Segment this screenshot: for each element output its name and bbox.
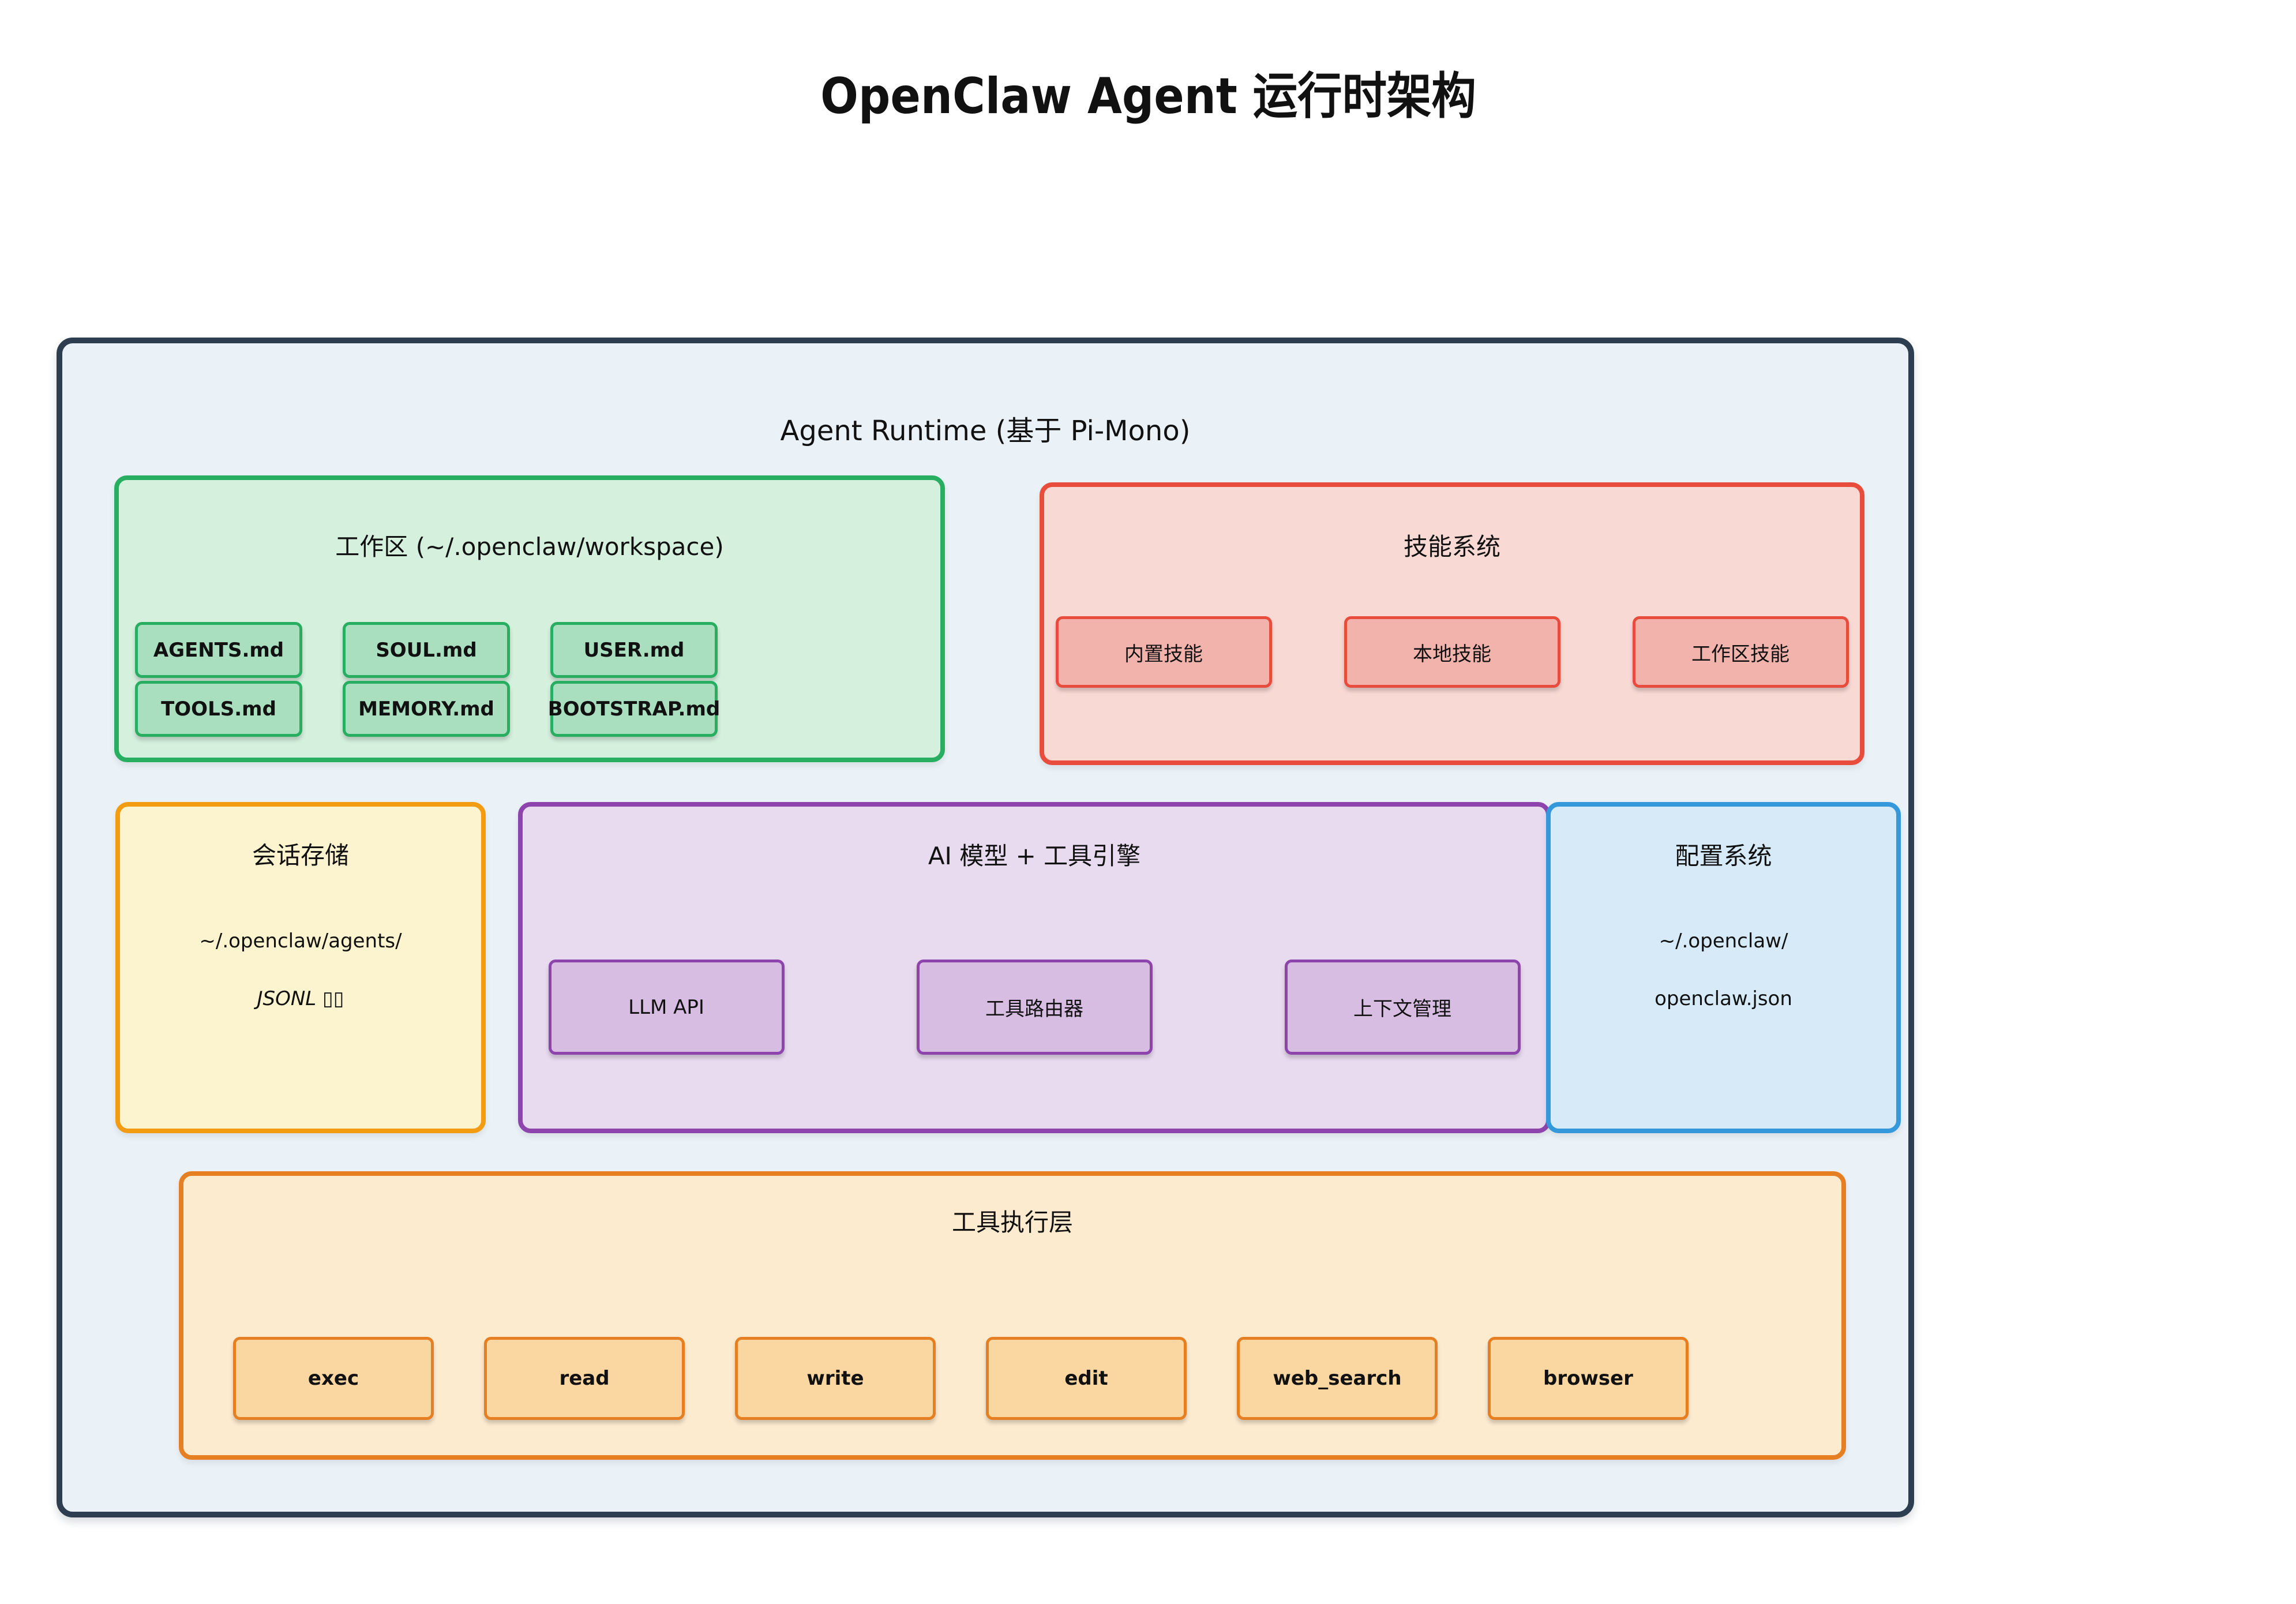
file-box-user-md: USER.md (550, 622, 718, 678)
session-store-path: ~/.openclaw/agents/ (199, 930, 402, 953)
file-box-memory-md: MEMORY.md (343, 681, 510, 737)
section-config: 配置系统 ~/.openclaw/ openclaw.json (1546, 802, 1901, 1133)
agent-runtime-container: Agent Runtime (基于 Pi-Mono) 工作区 (~/.openc… (57, 338, 1914, 1517)
tool-box-edit: edit (986, 1337, 1187, 1420)
skills-title: 技能系统 (1403, 533, 1500, 561)
agent-runtime-label: Agent Runtime (基于 Pi-Mono) (780, 415, 1191, 447)
file-box-tools-md: TOOLS.md (135, 681, 302, 737)
skill-box-local: 本地技能 (1344, 616, 1560, 688)
file-box-agents-md: AGENTS.md (135, 622, 302, 678)
workspace-title: 工作区 (~/.openclaw/workspace) (335, 533, 724, 561)
page-title-text: OpenClaw Agent 运行时架构 (820, 68, 1476, 125)
page-title: OpenClaw Agent 运行时架构 (0, 55, 2296, 128)
skill-box-workspace: 工作区技能 (1632, 616, 1849, 688)
session-store-format: JSONL ▯▯ (257, 987, 344, 1010)
section-skills: 技能系统 内置技能 本地技能 工作区技能 (1040, 482, 1864, 765)
config-title: 配置系统 (1675, 842, 1772, 870)
section-engine: AI 模型 + 工具引擎 LLM API 工具路由器 上下文管理 (518, 802, 1551, 1133)
config-file: openclaw.json (1655, 987, 1792, 1010)
section-tool-execution: 工具执行层 exec read write edit web_search br… (179, 1171, 1846, 1460)
section-workspace: 工作区 (~/.openclaw/workspace) AGENTS.md SO… (114, 475, 945, 762)
engine-title: AI 模型 + 工具引擎 (928, 842, 1141, 870)
engine-row: LLM API 工具路由器 上下文管理 (523, 960, 1546, 1055)
tool-box-exec: exec (233, 1337, 434, 1420)
skill-box-builtin: 内置技能 (1055, 616, 1272, 688)
engine-box-llm-api: LLM API (548, 960, 785, 1055)
config-path: ~/.openclaw/ (1659, 930, 1788, 953)
tool-execution-title: 工具执行层 (951, 1208, 1073, 1236)
tool-box-browser: browser (1488, 1337, 1689, 1420)
file-box-bootstrap-md: BOOTSTRAP.md (548, 681, 720, 737)
section-session-store: 会话存储 ~/.openclaw/agents/ JSONL ▯▯ (115, 802, 486, 1133)
engine-box-tool-router: 工具路由器 (916, 960, 1153, 1055)
tool-box-web-search: web_search (1237, 1337, 1438, 1420)
tool-box-read: read (484, 1337, 685, 1420)
skills-row: 内置技能 本地技能 工作区技能 (1044, 616, 1860, 688)
session-store-title: 会话存储 (252, 841, 349, 870)
workspace-file-grid: AGENTS.md SOUL.md USER.md TOOLS.md MEMOR… (135, 622, 720, 737)
tool-row: exec read write edit web_search browser (233, 1337, 1689, 1420)
file-box-soul-md: SOUL.md (343, 622, 510, 678)
engine-box-context-manager: 上下文管理 (1284, 960, 1521, 1055)
tool-box-write: write (735, 1337, 936, 1420)
